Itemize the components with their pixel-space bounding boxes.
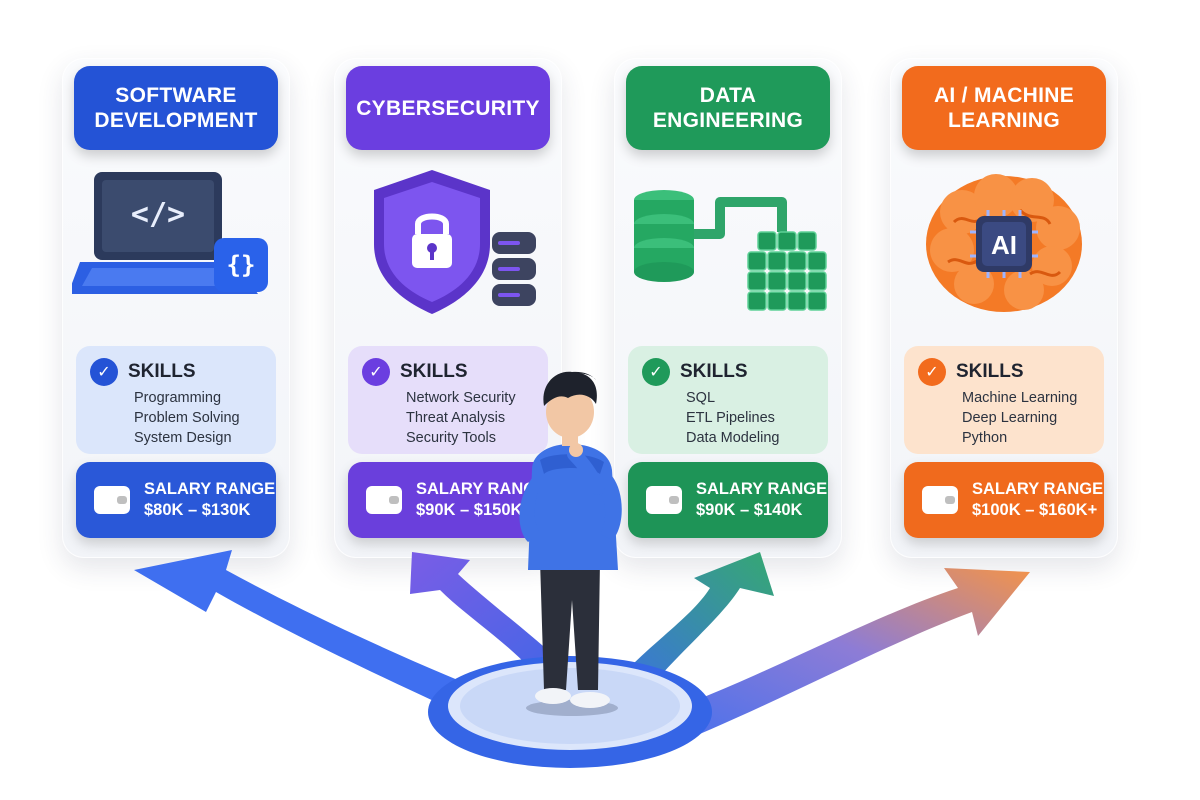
skills-list: Network Security Threat Analysis Securit…: [406, 388, 534, 448]
skills-panel: ✓ SKILLS SQL ETL Pipelines Data Modeling: [628, 346, 828, 454]
title-line: SOFTWARE: [115, 84, 237, 107]
salary-value: $90K – $140K: [696, 501, 803, 519]
skills-panel: ✓ SKILLS Network Security Threat Analysi…: [348, 346, 548, 454]
title-line: CYBERSECURITY: [356, 96, 540, 120]
checkmark-icon: ✓: [642, 358, 670, 386]
salary-panel: SALARY RANGE $80K – $130K: [76, 462, 276, 538]
salary-value: $100K – $160K+: [972, 501, 1098, 519]
skill-item: Programming: [134, 390, 222, 406]
laptop-code-icon: </> {}: [72, 172, 268, 294]
wallet-icon: [366, 486, 402, 514]
card-cybersecurity[interactable]: CYBERSECURITY ✓ SKILLS Network Security: [334, 58, 562, 558]
salary-panel: SALARY RANGE $90K – $150K: [348, 462, 548, 538]
skill-item: System Design: [134, 430, 232, 446]
arrow-cybersecurity: [410, 552, 580, 690]
database-pipeline-icon: [634, 190, 827, 311]
skills-panel: ✓ SKILLS Machine Learning Deep Learning …: [904, 346, 1104, 454]
card-ai-machine-learning[interactable]: AI / MACHINE LEARNING AI: [890, 58, 1118, 558]
skills-list: Programming Problem Solving System Desig…: [134, 388, 262, 448]
salary-label: SALARY RANGE: [972, 480, 1104, 498]
svg-text:</>: </>: [131, 197, 185, 232]
ai-chip-label: AI: [991, 230, 1017, 260]
title-line: ENGINEERING: [652, 109, 804, 132]
title-line: LEARNING: [947, 109, 1061, 132]
shield-lock-icon: [374, 170, 536, 314]
wallet-icon: [94, 486, 130, 514]
salary-value: $90K – $150K: [416, 501, 523, 519]
checkmark-icon: ✓: [362, 358, 390, 386]
skill-item: Data Modeling: [686, 430, 780, 446]
skills-list: SQL ETL Pipelines Data Modeling: [686, 388, 814, 448]
salary-value: $80K – $130K: [144, 501, 251, 519]
arrow-data-engineering: [610, 552, 774, 700]
skill-item: Machine Learning: [962, 390, 1078, 406]
skill-item: Deep Learning: [962, 410, 1058, 426]
skills-panel: ✓ SKILLS Programming Problem Solving Sys…: [76, 346, 276, 454]
ai-brain-icon: AI: [926, 174, 1082, 312]
skill-item: Problem Solving: [134, 410, 240, 426]
skill-item: Network Security: [406, 390, 516, 406]
skills-label: SKILLS: [680, 361, 748, 382]
checkmark-icon: ✓: [90, 358, 118, 386]
skills-list: Machine Learning Deep Learning Python: [962, 388, 1090, 448]
wallet-icon: [646, 486, 682, 514]
checkmark-icon: ✓: [918, 358, 946, 386]
salary-label: SALARY RANGE: [696, 480, 828, 498]
skill-item: SQL: [686, 390, 716, 406]
wallet-icon: [922, 486, 958, 514]
card-title: DATA ENGINEERING: [626, 66, 830, 150]
skill-item: Threat Analysis: [406, 410, 506, 426]
card-title: SOFTWARE DEVELOPMENT: [74, 66, 278, 150]
card-title: AI / MACHINE LEARNING: [902, 66, 1106, 150]
card-data-engineering[interactable]: DATA ENGINEERING ✓ SKILLS: [614, 58, 842, 558]
salary-label: SALARY RANGE: [144, 480, 276, 498]
skills-label: SKILLS: [128, 361, 196, 382]
salary-label: SALARY RANGE: [416, 480, 548, 498]
skill-item: ETL Pipelines: [686, 410, 775, 426]
card-software-development[interactable]: SOFTWARE DEVELOPMENT </> {} ✓ SKILLS Pro…: [62, 58, 290, 558]
title-line: DATA: [699, 84, 757, 107]
svg-text:{}: {}: [227, 251, 256, 279]
arrow-ai-ml: [640, 568, 1030, 750]
skill-item: Security Tools: [406, 430, 496, 446]
title-line: DEVELOPMENT: [94, 109, 258, 132]
salary-panel: SALARY RANGE $100K – $160K+: [904, 462, 1104, 538]
skill-item: Python: [962, 430, 1008, 446]
skills-label: SKILLS: [400, 361, 468, 382]
card-title: CYBERSECURITY: [346, 66, 550, 150]
skills-label: SKILLS: [956, 361, 1024, 382]
title-line: AI / MACHINE: [933, 84, 1075, 107]
salary-panel: SALARY RANGE $90K – $140K: [628, 462, 828, 538]
